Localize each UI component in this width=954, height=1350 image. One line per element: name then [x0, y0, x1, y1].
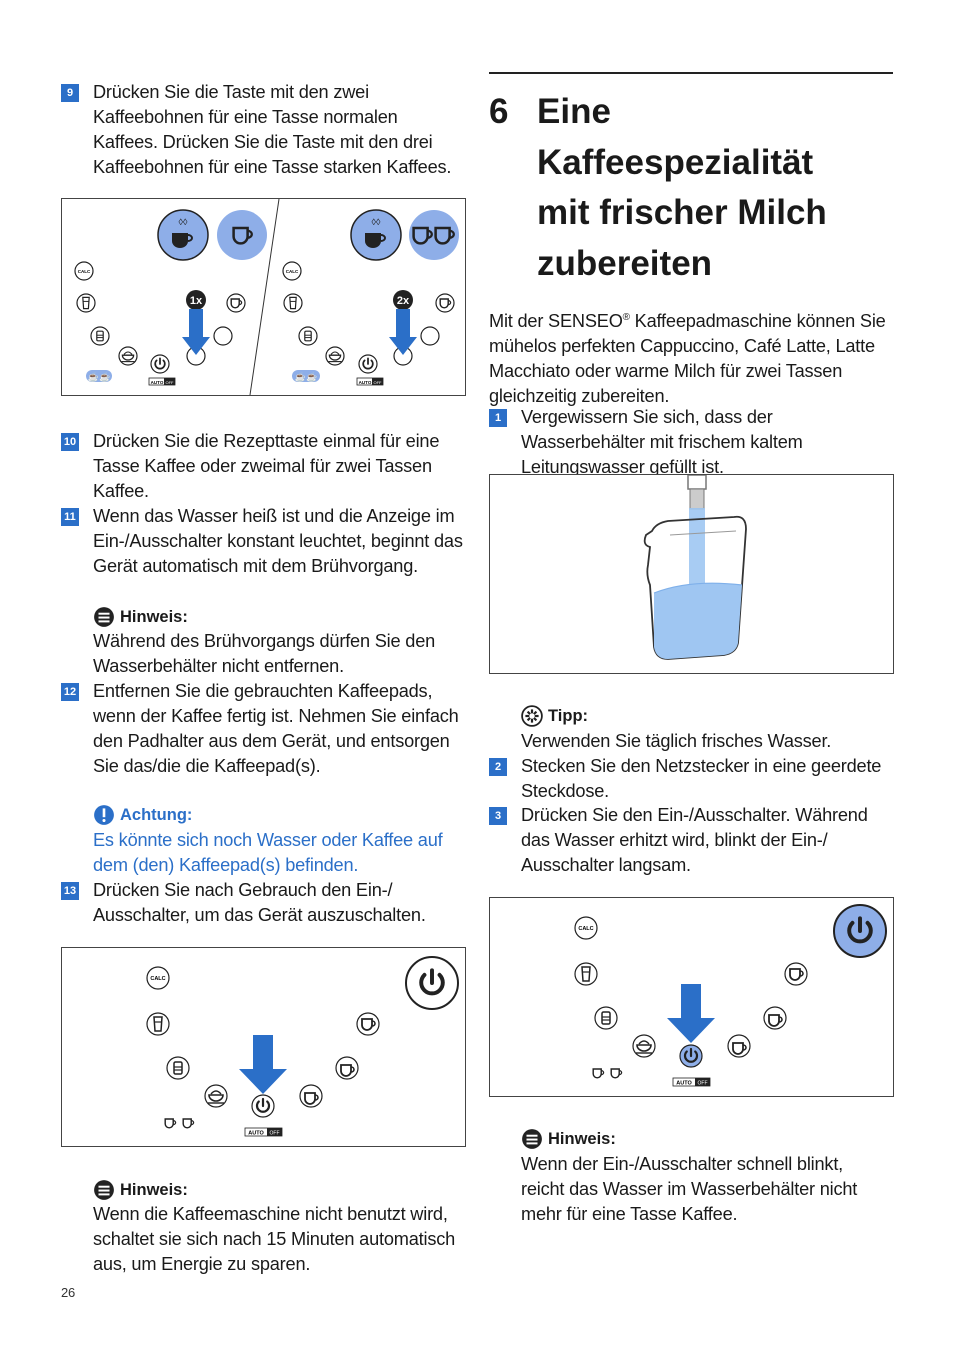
- step-text: Drücken Sie den Ein-/Ausschalter. Währen…: [521, 805, 868, 875]
- power-button-large: [405, 956, 459, 1010]
- step-number: 12: [61, 683, 79, 701]
- step-1: 1 Vergewissern Sie sich, dass der Wasser…: [489, 405, 897, 480]
- figure-control-panel-power: CALC AUTO OFF: [61, 947, 466, 1147]
- tip-icon: [521, 705, 543, 727]
- step-2: 2 Stecken Sie den Netzstecker in eine ge…: [489, 754, 897, 804]
- calc-label-2: CALC: [150, 976, 165, 982]
- arrow-down-icon: [182, 309, 210, 355]
- faucet-water-stream: [689, 508, 705, 592]
- arrow-down-icon: [239, 1035, 287, 1094]
- tip-heading: Tipp:: [521, 705, 588, 727]
- calc-label-1: CALC: [78, 269, 91, 274]
- chapter-number: 6: [489, 92, 509, 131]
- calc-label-4: CALC: [578, 926, 593, 932]
- warning-icon: [94, 805, 114, 825]
- step-11: 11 Wenn das Wasser heiß ist und die Anze…: [61, 504, 473, 579]
- caution-text: Es könnte sich noch Wasser oder Kaffee a…: [93, 830, 443, 875]
- step-number: 9: [61, 84, 79, 102]
- note-text: Wenn die Kaffeemaschine nicht benutzt wi…: [93, 1204, 456, 1274]
- step-text: Entfernen Sie die gebrauchten Kaffeepads…: [93, 681, 459, 776]
- auto-label-1b: AUTO: [359, 380, 372, 385]
- step-10: 10 Drücken Sie die Rezepttaste einmal fü…: [61, 429, 459, 504]
- step-text: Drücken Sie die Rezepttaste einmal für e…: [93, 431, 440, 501]
- label-2x: 2x: [397, 295, 410, 307]
- caution-heading: Achtung:: [93, 804, 192, 826]
- off-label-4: OFF: [698, 1081, 708, 1087]
- auto-label-4: AUTO: [676, 1081, 692, 1087]
- step-12: 12 Entfernen Sie die gebrauchten Kaffeep…: [61, 679, 473, 779]
- step-number: 10: [61, 433, 79, 451]
- svg-text:☕☕: ☕☕: [295, 371, 317, 382]
- off-label-1b: OFF: [374, 380, 383, 385]
- tip-text: Verwenden Sie täglich frisches Wasser.: [521, 731, 832, 751]
- arrow-down-icon: [389, 309, 417, 355]
- arrow-down-icon: [667, 984, 715, 1043]
- step-number: 2: [489, 758, 507, 776]
- intro-paragraph: Mit der SENSEO® Kaffeepadmaschine können…: [489, 311, 886, 407]
- step-number: 11: [61, 508, 79, 526]
- svg-text:◊◊: ◊◊: [372, 217, 381, 227]
- note-text: Während des Brühvorgangs dürfen Sie den …: [93, 631, 436, 676]
- chapter-rule: [489, 72, 893, 74]
- step-13: 13 Drücken Sie nach Gebrauch den Ein-/ A…: [61, 878, 459, 928]
- step-text: Stecken Sie den Netzstecker in eine geer…: [521, 756, 882, 801]
- note-heading: Hinweis:: [521, 1128, 616, 1150]
- chapter-title-line-4: zubereiten: [537, 243, 713, 283]
- power-button-lit: [833, 904, 887, 958]
- label-1x: 1x: [190, 295, 203, 307]
- chapter-title-line-3: mit frischer Milch: [537, 193, 827, 232]
- note-heading: Hinweis:: [93, 1179, 188, 1201]
- figure-water-tank: [489, 474, 894, 674]
- note-heading: Hinweis:: [93, 606, 188, 628]
- note-icon: [521, 1128, 543, 1150]
- page-number: 26: [61, 1285, 76, 1300]
- step-3: 3 Drücken Sie den Ein-/Ausschalter. Währ…: [489, 803, 885, 878]
- off-label-2: OFF: [270, 1131, 280, 1137]
- coffee-strength-2-button-b: ◊◊: [350, 209, 402, 261]
- step-number: 1: [489, 409, 507, 427]
- two-cups-button: [409, 210, 459, 260]
- calc-label-1b: CALC: [286, 269, 299, 274]
- svg-text:☕☕: ☕☕: [88, 371, 110, 382]
- chapter-title-line-2: Kaffeespezialität: [537, 142, 814, 182]
- chapter-title-line-1: Eine: [537, 92, 611, 131]
- note-icon: [93, 1179, 115, 1201]
- step-text: Wenn das Wasser heiß ist und die Anzeige…: [93, 506, 463, 576]
- step-9: 9 Drücken Sie die Taste mit den zwei Kaf…: [61, 80, 453, 180]
- svg-text:◊◊: ◊◊: [179, 217, 188, 227]
- step-number: 3: [489, 807, 507, 825]
- step-text: Vergewissern Sie sich, dass der Wasserbe…: [521, 407, 803, 477]
- note-icon: [93, 606, 115, 628]
- off-label-1: OFF: [166, 380, 175, 385]
- one-cup-button: [217, 210, 267, 260]
- step-number: 13: [61, 882, 79, 900]
- note-text: Wenn der Ein-/Ausschalter schnell blinkt…: [521, 1154, 858, 1224]
- coffee-strength-2-button: ◊◊: [157, 209, 209, 261]
- step-text: Drücken Sie die Taste mit den zwei Kaffe…: [93, 82, 452, 177]
- figure-control-panel-1x-2x: ◊◊ CALC ☕☕ AUTO OFF 1x ◊◊: [61, 198, 466, 396]
- auto-label-2: AUTO: [248, 1131, 264, 1137]
- step-text: Drücken Sie nach Gebrauch den Ein-/ Auss…: [93, 880, 426, 925]
- figure-control-panel-power-on: CALC AUTO OFF: [489, 897, 894, 1097]
- auto-label-1: AUTO: [151, 380, 164, 385]
